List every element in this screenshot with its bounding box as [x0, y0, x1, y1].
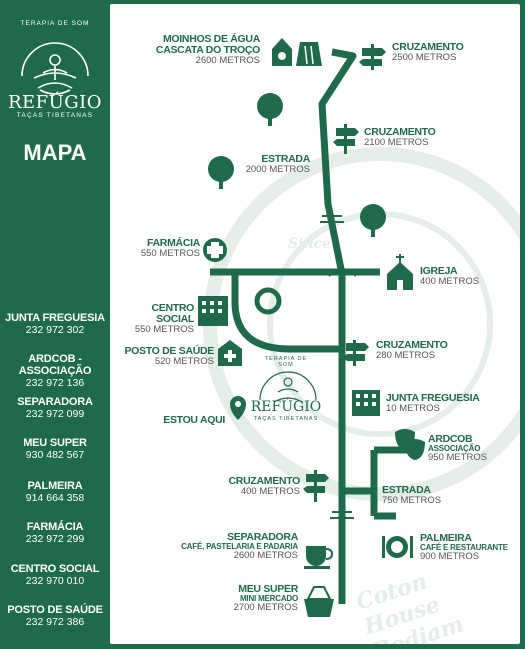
signpost-icon [359, 44, 386, 70]
map-logo-name: REFÚGIO [250, 399, 322, 415]
signpost-icon [303, 470, 329, 502]
brand-name: REFÚGIO [7, 92, 103, 113]
meditation-logo-icon [21, 42, 89, 95]
sidebar-title: MAPA [23, 140, 87, 165]
plate-cutlery-icon [382, 536, 413, 558]
roundabout [254, 287, 282, 315]
bridge-icon [328, 268, 357, 277]
map-logo-tagline: TERAPIA DE SOM [264, 356, 308, 368]
watermark-since: Since [288, 236, 332, 252]
coffee-cup-icon [304, 546, 334, 569]
hospital-icon [218, 340, 242, 366]
map-graphics [198, 38, 520, 617]
meditation-logo-icon [259, 371, 317, 403]
tree-icon [208, 156, 234, 189]
building-icon [198, 296, 228, 326]
location-pin-icon [230, 396, 246, 420]
map-panel: Since Coton House Bodiam TERAPIA DE SOM … [110, 4, 520, 644]
signpost-icon [333, 124, 359, 154]
waterfall-icon [296, 42, 322, 66]
map-logo-subtitle: TAÇAS TIBETANAS [253, 416, 319, 422]
brand-subtitle: TAÇAS TIBETANAS [16, 112, 94, 119]
label-estou-aqui: ESTOU AQUI [163, 414, 225, 426]
tree-icon [257, 93, 283, 126]
pharmacy-cross-icon [203, 238, 227, 262]
church-icon [387, 254, 413, 290]
masks-icon [395, 429, 425, 460]
building-icon [352, 390, 380, 416]
mill-icon [272, 38, 292, 66]
sidebar: TERAPIA DE SOM REFÚGIO TAÇAS TIBETANAS M… [0, 0, 110, 649]
signpost-icon [343, 340, 369, 366]
road-crossbars [320, 215, 354, 519]
shopping-basket-icon [304, 586, 334, 617]
brand-tagline: TERAPIA DE SOM [20, 20, 90, 27]
tree-icon [360, 204, 386, 237]
